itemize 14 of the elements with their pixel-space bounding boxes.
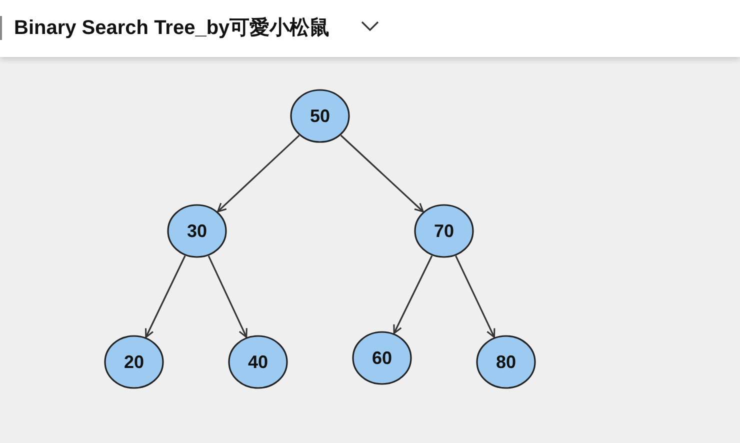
arrow (455, 256, 496, 338)
tree-node-circle: 60 (352, 331, 412, 385)
tree-node-circle: 50 (290, 89, 350, 143)
arrow (340, 134, 424, 212)
tree-node-circle: 70 (414, 204, 474, 258)
tree-node-circle: 80 (476, 335, 536, 389)
title: Binary Search Tree_by可愛小松鼠 (14, 16, 330, 41)
tree-node-circle: 20 (104, 335, 164, 389)
arrow (217, 134, 300, 212)
arrow (393, 255, 433, 334)
tree-node-circle: 40 (228, 335, 288, 389)
arrow (145, 255, 186, 338)
tree-node-circle: 30 (167, 204, 227, 258)
arrow (208, 256, 248, 338)
